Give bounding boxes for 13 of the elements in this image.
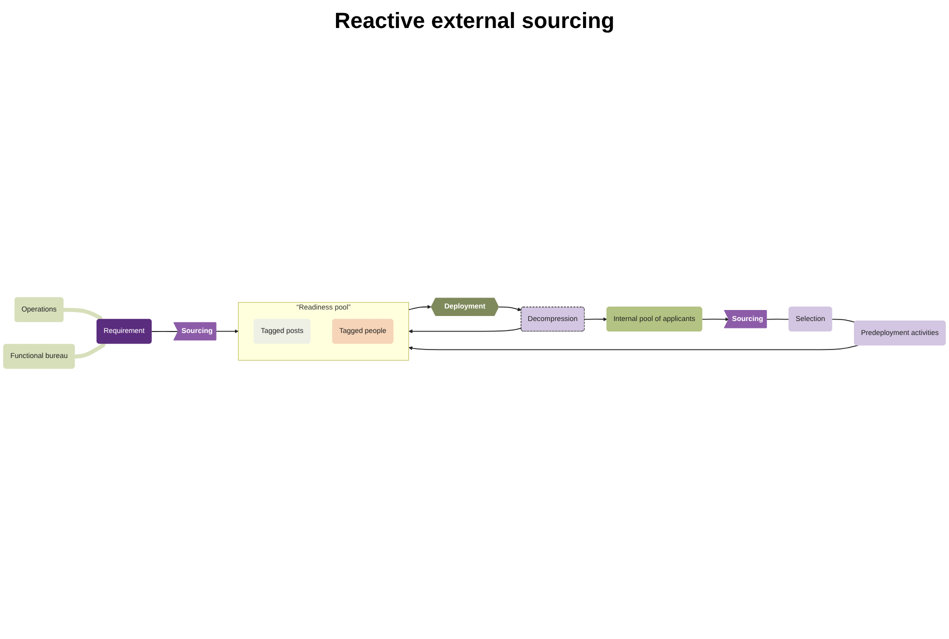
arrow bbox=[498, 306, 522, 312]
arrow bbox=[408, 328, 522, 334]
arrow bbox=[702, 317, 730, 322]
connector bbox=[832, 318, 856, 323]
arrow bbox=[408, 304, 432, 310]
connector bbox=[766, 318, 790, 320]
diagram-title: Reactive external sourcing bbox=[333, 8, 616, 34]
arrow bbox=[74, 342, 106, 359]
arrow bbox=[408, 344, 860, 350]
arrow bbox=[584, 317, 608, 322]
connector bbox=[151, 330, 179, 332]
arrow bbox=[63, 308, 103, 320]
arrow bbox=[216, 329, 239, 334]
